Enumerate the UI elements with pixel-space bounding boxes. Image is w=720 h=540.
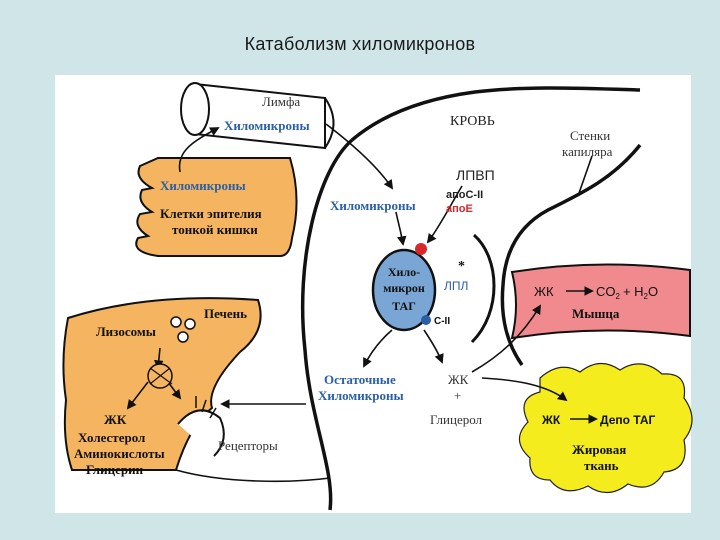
label-lysosomes: Лизосомы (96, 324, 156, 339)
label-apoe: апоЕ (446, 203, 473, 215)
label-co: CO (596, 284, 616, 299)
arrow-capillary-label (577, 155, 593, 197)
arrow-liver-out (167, 381, 182, 400)
arrow-liver-to-fa (126, 381, 149, 410)
lysosome-circles (170, 316, 196, 343)
label-apoc2: апоC-II (446, 189, 483, 201)
label-liver: Печень (204, 306, 247, 321)
label-epithelium-2: тонкой кишки (172, 222, 258, 237)
label-liver-aa: Аминокислоты (74, 446, 165, 461)
label-liver-chol: Холестерол (78, 430, 145, 445)
vessel-wall-right (500, 143, 642, 367)
adipose-shape (518, 362, 693, 494)
vessel-wall-left (300, 138, 354, 511)
label-muscle: Мышца (572, 306, 620, 321)
label-plus-h: + H (623, 284, 644, 299)
label-lpl: ЛПЛ (444, 279, 468, 293)
muscle-shape (510, 263, 691, 340)
label-blood: КРОВЬ (450, 114, 495, 129)
label-adipose-fa: ЖК (541, 413, 561, 427)
vessel-wall-top (350, 86, 641, 142)
arrow-blood-to-particle (395, 211, 407, 246)
receptor-marks (195, 396, 217, 419)
intestine-epithelium-shape (135, 157, 298, 257)
label-capillary-2: капиляра (562, 144, 613, 159)
arrow-lymph-to-blood (325, 123, 394, 190)
label-remnant-2: Хиломикроны (318, 388, 404, 403)
label-particle-2: микрон (383, 281, 425, 295)
label-muscle-fa: ЖК (534, 284, 554, 299)
endosome (147, 363, 173, 389)
label-chylo-blood: Хиломикроны (330, 198, 416, 213)
arrow-fa-to-adipose (481, 377, 568, 402)
arrow-hdl-to-particle (426, 185, 463, 244)
label-adipose-depot: Депо ТАГ (600, 413, 656, 427)
label-epithelium-1: Клетки эпителия (160, 206, 262, 221)
label-lymph: Лимфа (262, 94, 300, 109)
label-sub2: 2 (616, 292, 621, 301)
arrow-fa-to-muscle (471, 304, 541, 373)
arrow-intestine-to-lymph (178, 127, 220, 173)
label-receptors: Рецепторы (218, 438, 278, 453)
label-capillary-1: Стенки (570, 128, 610, 143)
label-remnant-1: Остаточные (324, 372, 396, 387)
arrow-glycerin-to-blood (175, 469, 331, 483)
label-hdl: ЛПВП (456, 167, 495, 183)
label-adipose-1: Жировая (572, 442, 626, 457)
label-particle-3: ТАГ (392, 299, 416, 313)
label-particle-1: Хило- (388, 265, 420, 279)
label-liver-gly: Глицерин (86, 462, 144, 477)
label-c2-small: C-II (434, 316, 450, 327)
label-liver-fa: ЖК (104, 412, 127, 427)
liver-notch (177, 409, 225, 457)
label-chylo-lymph: Хиломикроны (224, 118, 310, 133)
label-star: * (458, 259, 465, 274)
label-chylo-intestine: Хиломикроны (160, 178, 246, 193)
endothelium-curve (470, 233, 496, 344)
lymph-vessel (180, 82, 335, 150)
label-fa-gly-3: Глицерол (430, 412, 483, 427)
arrows (126, 123, 598, 483)
arrow-particle-to-remnant (363, 329, 393, 368)
label-adipose-2: ткань (584, 458, 619, 473)
chylomicron-particle (371, 243, 437, 332)
arrow-particle-to-fa (423, 329, 444, 364)
label-sub2b: 2 (644, 292, 649, 301)
label-fa-gly-2: + (454, 388, 461, 403)
label-muscle-co2: CO2+ H2O (596, 284, 658, 301)
slide-title: Катаболизм хиломикронов (244, 34, 476, 54)
label-o: O (648, 284, 658, 299)
label-fa-gly-1: ЖК (448, 372, 469, 387)
